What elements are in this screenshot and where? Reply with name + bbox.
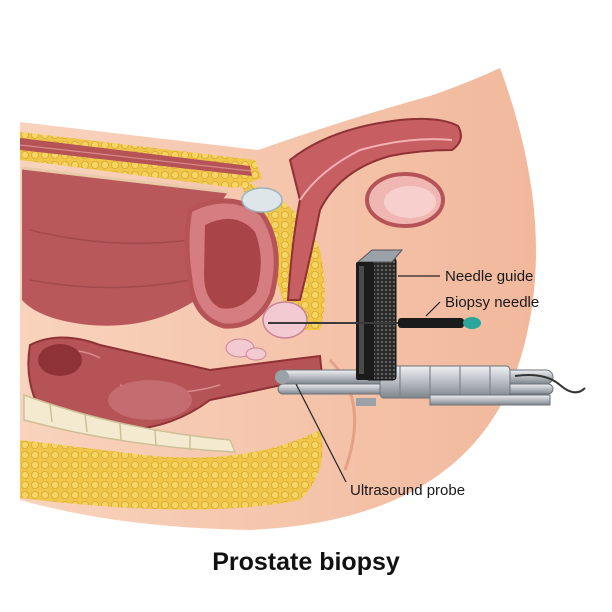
probe-cable	[514, 374, 586, 394]
prostate	[262, 301, 308, 339]
buttock-curve	[328, 358, 357, 471]
ultrasound-probe	[275, 365, 554, 406]
spine	[23, 393, 237, 453]
diagram-title: Prostate biopsy	[212, 548, 400, 576]
abdominal-muscle	[20, 138, 252, 176]
lower-fat	[20, 430, 323, 510]
ultrasound-probe-leader	[295, 383, 347, 483]
biopsy-needle-leader	[425, 301, 441, 317]
biopsy-needle-label: Biopsy needle	[445, 294, 540, 311]
needle-guide-label: Needle guide	[445, 268, 534, 285]
biopsy-needle	[268, 317, 481, 329]
pubic-bone	[241, 187, 283, 213]
ultrasound-probe-label: Ultrasound probe	[350, 482, 466, 499]
needle-guide	[356, 249, 404, 381]
penis	[286, 117, 462, 301]
